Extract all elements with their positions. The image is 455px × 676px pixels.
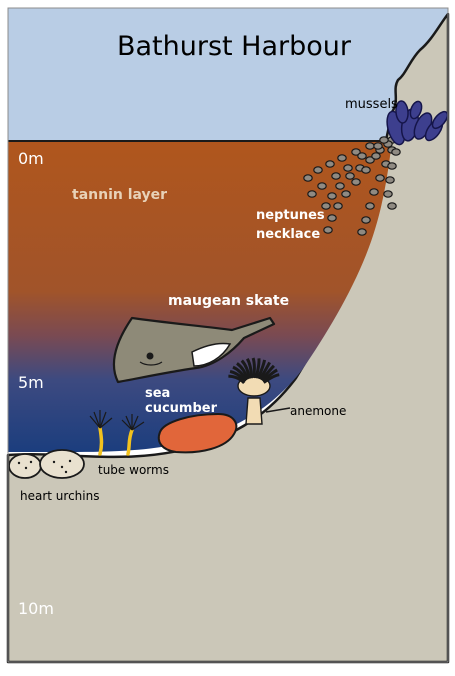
necklace-bead: [384, 191, 392, 197]
necklace-bead: [392, 149, 400, 155]
necklace-bead: [374, 143, 382, 149]
necklace-bead: [370, 189, 378, 195]
label-neptunes: neptunes: [256, 208, 325, 223]
necklace-bead: [372, 153, 380, 159]
label-tube-worms: tube worms: [98, 463, 169, 477]
label-maugean-skate: maugean skate: [168, 293, 289, 309]
necklace-bead: [336, 183, 344, 189]
depth-marker-5m: 5m: [18, 373, 44, 392]
heart-urchins: [9, 450, 84, 478]
necklace-bead: [362, 217, 370, 223]
necklace-bead: [358, 229, 366, 235]
necklace-bead: [344, 165, 352, 171]
necklace-bead: [386, 177, 394, 183]
label-cucumber: cucumber: [145, 401, 218, 416]
depth-marker-0m: 0m: [18, 149, 44, 168]
necklace-bead: [328, 193, 336, 199]
anemone-tentacle: [253, 358, 254, 378]
necklace-bead: [366, 143, 374, 149]
necklace-bead: [332, 173, 340, 179]
necklace-bead: [376, 175, 384, 181]
depth-marker-10m: 10m: [18, 599, 54, 618]
necklace-bead: [338, 155, 346, 161]
necklace-bead: [366, 203, 374, 209]
sky: [8, 8, 448, 144]
necklace-bead: [380, 137, 388, 143]
necklace-bead: [388, 203, 396, 209]
necklace-bead: [388, 163, 396, 169]
necklace-bead: [346, 173, 354, 179]
necklace-bead: [314, 167, 322, 173]
necklace-bead: [324, 227, 332, 233]
necklace-bead: [362, 167, 370, 173]
label-tannin-layer: tannin layer: [72, 187, 167, 203]
necklace-bead: [326, 161, 334, 167]
diagram-title: Bathurst Harbour: [117, 31, 352, 62]
label-heart-urchins: heart urchins: [20, 489, 99, 503]
label-necklace: necklace: [256, 227, 320, 242]
necklace-bead: [358, 153, 366, 159]
necklace-bead: [342, 191, 350, 197]
necklace-bead: [334, 203, 342, 209]
label-sea: sea: [145, 386, 170, 401]
necklace-bead: [352, 179, 360, 185]
label-mussels: mussels: [345, 97, 398, 112]
necklace-bead: [318, 183, 326, 189]
necklace-bead: [304, 175, 312, 181]
necklace-bead: [328, 215, 336, 221]
necklace-bead: [308, 191, 316, 197]
label-anemone: anemone: [290, 404, 346, 418]
